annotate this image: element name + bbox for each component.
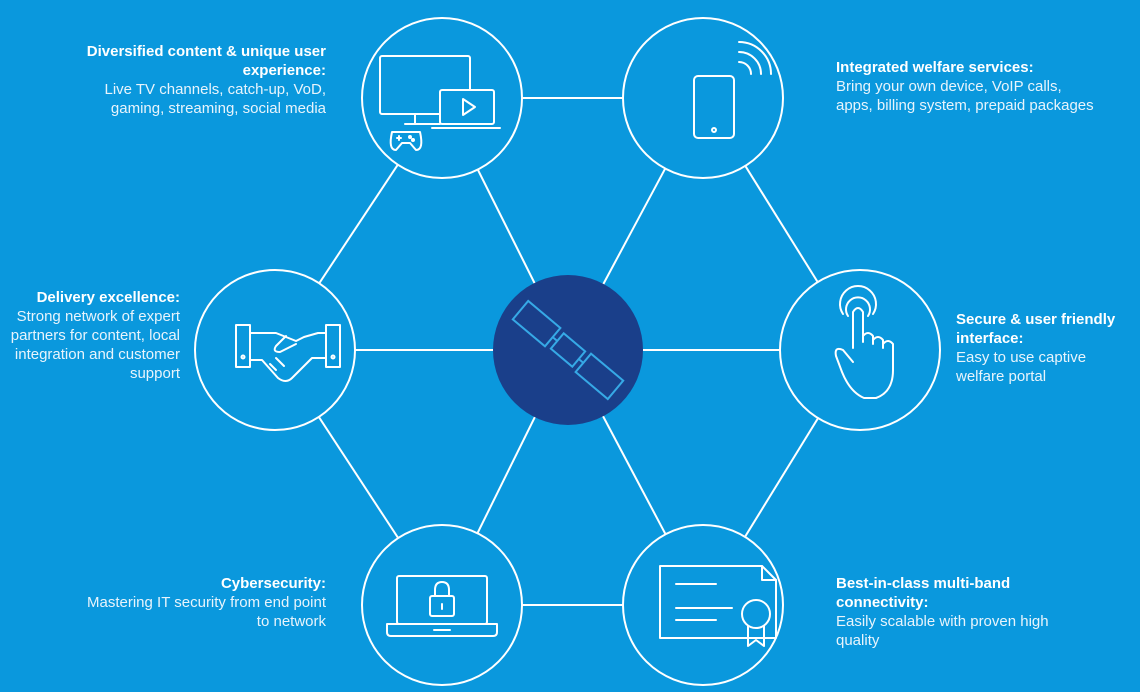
node-body-security: Mastering IT security from end point to … — [87, 594, 326, 630]
certificate-icon — [659, 565, 777, 647]
node-circle-welfare — [622, 17, 784, 179]
node-title-interface: Secure & user friendly interface: — [956, 311, 1116, 347]
node-title-content: Diversified content & unique user experi… — [86, 43, 326, 79]
satellite-icon — [511, 299, 625, 401]
node-label-welfare: Integrated welfare services: Bring your … — [836, 58, 1096, 115]
node-circle-interface — [779, 269, 941, 431]
node-body-interface: Easy to use captive welfare portal — [956, 349, 1087, 385]
node-label-content: Diversified content & unique user experi… — [60, 42, 326, 118]
handshake-icon — [235, 324, 341, 382]
node-title-connectivity: Best-in-class multi-band connectivity: — [836, 575, 1011, 611]
node-label-delivery: Delivery excellence: Strong network of e… — [0, 288, 180, 383]
touch-hand-icon — [834, 285, 894, 399]
node-body-content: Live TV channels, catch-up, VoD, gaming,… — [104, 81, 326, 117]
node-title-welfare: Integrated welfare services: — [836, 59, 1034, 76]
smartphone-wifi-icon — [693, 41, 772, 139]
node-body-connectivity: Easily scalable with proven high quality — [836, 613, 1049, 649]
node-title-security: Cybersecurity: — [220, 575, 326, 592]
node-label-connectivity: Best-in-class multi-band connectivity: E… — [836, 574, 1066, 650]
node-body-welfare: Bring your own device, VoIP calls, apps,… — [836, 78, 1094, 114]
node-label-interface: Secure & user friendly interface: Easy t… — [956, 310, 1138, 386]
hub-circle — [493, 275, 643, 425]
tv-devices-icon — [379, 55, 501, 151]
laptop-lock-icon — [386, 575, 498, 637]
node-body-delivery: Strong network of expert partners for co… — [10, 308, 180, 382]
node-title-delivery: Delivery excellence: — [36, 289, 180, 306]
node-label-security: Cybersecurity: Mastering IT security fro… — [80, 574, 326, 631]
